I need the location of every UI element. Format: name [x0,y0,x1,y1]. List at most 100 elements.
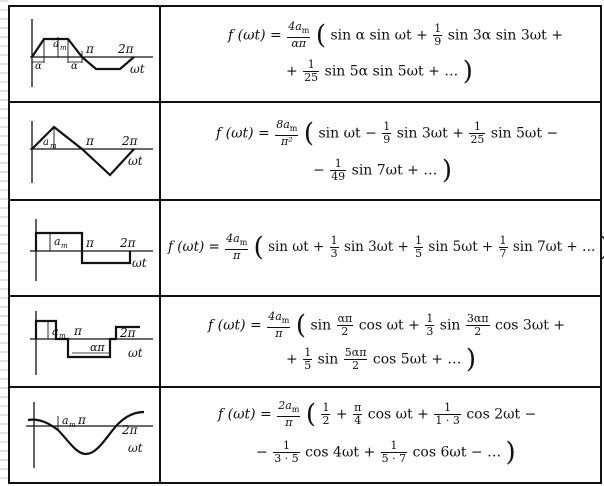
amp-label: a [62,414,69,427]
pi-label: π [85,134,95,148]
waveform-figure-trapezoid: a m π 2π ωt α α [10,7,160,101]
frac-num: 1 [469,121,486,135]
formula-lhs: f (ωt) = [168,239,220,256]
table-border-right [600,5,602,484]
coef-denominator: απ [291,37,307,51]
term: + [335,406,348,423]
term: sin 3α sin 3ωt + [447,27,563,44]
term: sin ωt − [318,125,377,142]
frac-num: 1 [433,22,443,37]
coef-numerator: 4a [226,232,240,245]
frac-num: 1 [330,158,347,171]
amp-sub-label: m [60,44,67,52]
frac-den: 7 [499,247,507,261]
table-border-bottom [8,482,602,484]
frac-num: 1 [380,440,408,453]
frac-num: 1 [425,312,435,327]
term: − [313,162,325,179]
term: + [286,351,298,368]
frac-num: 1 [273,440,300,453]
frac-den: 2 [352,359,360,372]
term: sin 5ωt − [490,125,559,142]
row-divider [8,199,602,201]
pi-label: π [77,413,87,427]
waveform-figure-pulse: a m π 2π απ ωt [10,297,160,386]
frac-num: 1 [414,234,424,249]
frac-den: 5 [304,359,312,372]
frac-den: 2 [474,325,482,339]
frac-den: 2 [341,325,349,339]
frac-num: 1 [303,346,313,360]
amp-label: a [52,325,59,338]
alpha-pi-label: απ [90,341,105,354]
term: sin [317,351,339,368]
term: cos 5ωt + … [372,351,462,368]
omega-t-label: ωt [130,62,145,76]
frac-den: 3 · 5 [274,452,299,465]
row-divider [8,295,602,297]
term: sin 7ωt + … [512,239,596,256]
page-edge [0,0,8,486]
term: cos 6ωt − … [412,444,502,461]
frac-num: 1 [303,59,320,72]
alpha-label: α [35,61,42,72]
coef-numerator-sub: m [239,238,248,248]
coef-numerator: 4a [268,310,282,323]
amp-sub-label: m [50,142,57,150]
formula-lhs: f (ωt) = [216,125,270,142]
omega-t-label: ωt [128,346,143,360]
coef-denominator: π² [280,135,293,149]
column-divider [159,5,161,484]
pi-label: π [85,236,95,250]
term: + [286,63,298,80]
coef-denominator: π [233,249,241,263]
amp-sub-label: m [61,242,68,250]
frac-num: 1 [382,120,392,135]
pi-label: π [73,324,83,338]
frac-num: 1 [434,402,461,416]
row-divider [8,386,602,388]
term: sin [310,317,332,334]
coef-numerator-sub: m [291,405,300,415]
coef-numerator: 8a [276,118,290,131]
waveform-figure-square: a m π 2π ωt [10,201,160,295]
amp-label: a [53,39,59,50]
two-pi-label: 2π [121,134,139,148]
coef-numerator-sub: m [281,316,290,326]
formula-lhs: f (ωt) = [208,317,262,334]
omega-t-label: ωt [128,441,143,455]
frac-den: 3 [426,325,434,339]
frac-num: 3απ [465,312,490,327]
term: sin ωt + [268,239,325,256]
coef-numerator: 4a [288,20,302,33]
term: cos 2ωt − [466,406,537,423]
frac-num: 1 [498,234,508,249]
frac-den: 25 [304,71,319,84]
frac-num: απ [336,312,354,327]
frac-den: 1 · 3 [435,414,460,428]
term: cos ωt + [358,317,420,334]
alpha-label: α [71,61,78,72]
term: sin 7ωt + … [351,162,438,179]
frac-den: 2 [322,414,330,428]
two-pi-label: 2π [119,236,137,250]
frac-den: 49 [331,170,346,183]
term: − [256,444,268,461]
frac-den: 9 [434,35,442,49]
two-pi-label: 2π [119,326,137,340]
frac-num: 5απ [343,346,368,360]
